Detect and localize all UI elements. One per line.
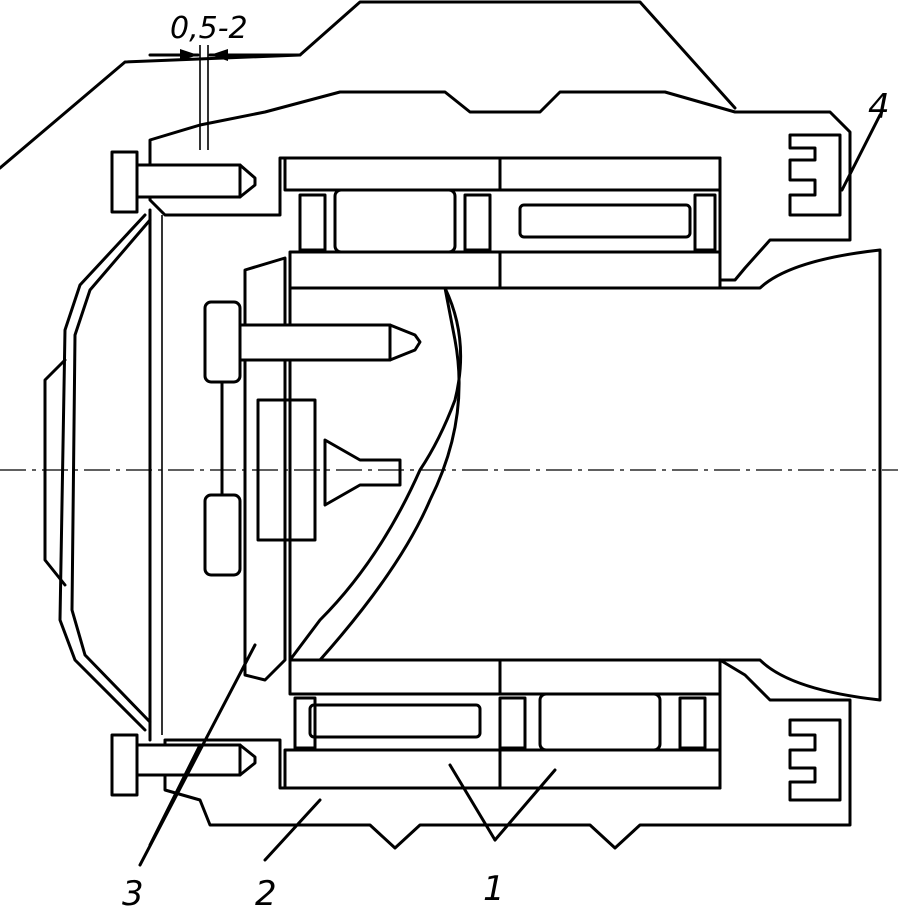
- flange-bolt-top: [133, 163, 242, 199]
- outer-ring-top-right: [498, 156, 722, 192]
- nut-lower: [203, 493, 242, 577]
- dim-arrowhead-left: [180, 49, 198, 61]
- housing-lower: [163, 658, 852, 850]
- roller-bottom-right: [538, 692, 662, 752]
- cage-bottom-left: [293, 696, 317, 750]
- outer-ring-bottom-left: [283, 748, 502, 790]
- frame-outline: [0, 0, 737, 170]
- leader-1a: [448, 763, 497, 842]
- dimension-text: 0,5-2: [170, 11, 248, 46]
- inner-ring-top-right: [498, 250, 722, 290]
- leader-1b: [493, 768, 557, 842]
- retainer-hub: [256, 398, 317, 542]
- leader-3b: [148, 743, 202, 847]
- flange-bolt-bottom-head: [110, 733, 139, 797]
- label-part-1: 1: [483, 869, 505, 908]
- label-part-4: 4: [868, 87, 890, 127]
- roller-top-right: [518, 203, 692, 239]
- roller-bottom-left: [308, 703, 482, 739]
- seal-top: [788, 133, 842, 217]
- nut-upper: [203, 300, 242, 384]
- label-part-2: 2: [255, 874, 277, 908]
- seal-bottom: [788, 718, 842, 802]
- shaft-body: [318, 248, 882, 702]
- cage-top-left: [298, 193, 327, 252]
- outer-ring-bottom-right: [498, 748, 722, 790]
- cage-bottom-mid: [498, 696, 527, 750]
- cage-top-mid: [463, 193, 492, 252]
- roller-top-left: [333, 188, 457, 254]
- bolt-upper-tip: [388, 323, 422, 362]
- dim-arrowhead-right: [210, 49, 228, 61]
- shaft-core: [288, 286, 463, 662]
- cage-top-right: [693, 193, 717, 252]
- cover-dome: [58, 213, 147, 732]
- bolt-upper-shank: [238, 323, 392, 362]
- label-part-3: 3: [122, 874, 144, 908]
- inner-ring-top-left: [288, 250, 502, 290]
- flange-bolt-bottom-tip: [238, 743, 257, 777]
- inner-ring-bottom-right: [498, 658, 722, 696]
- leader-2: [263, 798, 322, 862]
- leader-4: [840, 113, 882, 192]
- cage-bottom-right: [678, 696, 707, 750]
- cone-center: [323, 438, 402, 507]
- outer-ring-top-left: [283, 156, 502, 192]
- housing: [148, 90, 852, 282]
- end-plate: [243, 256, 287, 682]
- flange-bolt-top-tip: [238, 163, 257, 199]
- inner-ring-bottom-left: [288, 658, 502, 696]
- cover-dome-inner: [70, 218, 152, 724]
- flange-bolt-top-head: [110, 150, 139, 214]
